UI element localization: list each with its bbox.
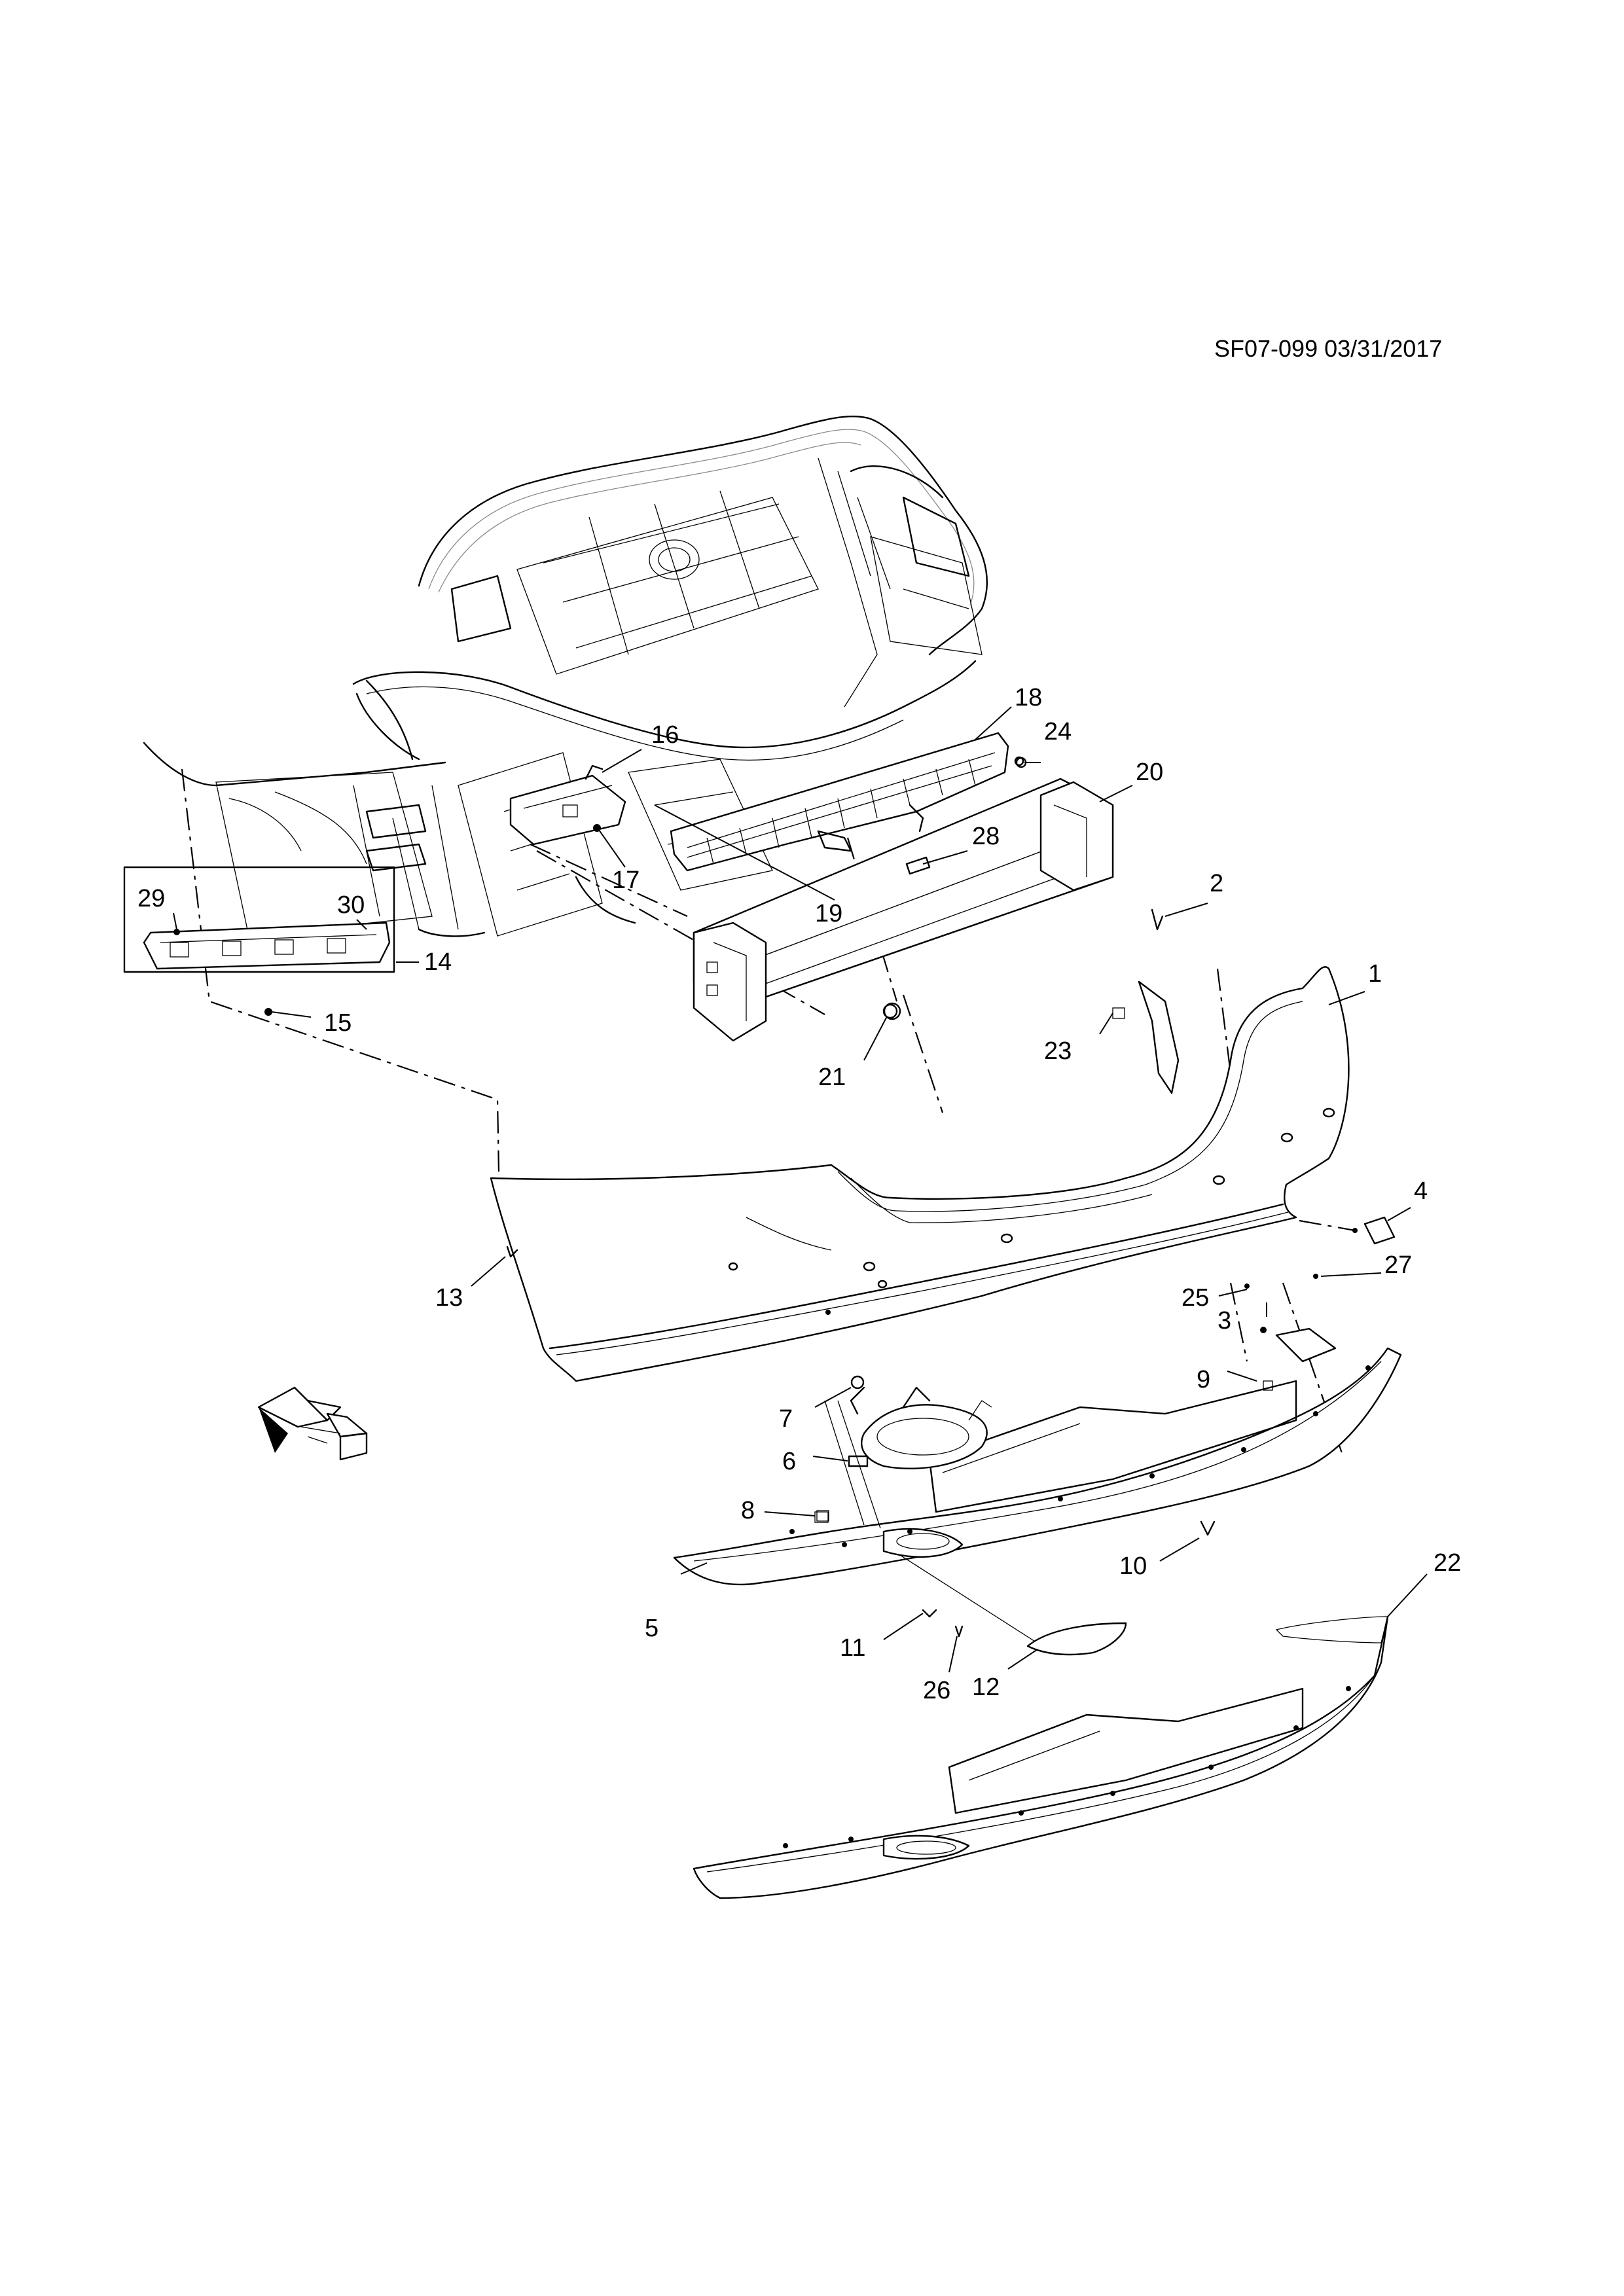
front-arrow-icon <box>257 1386 368 1461</box>
callout-22: 22 <box>1434 1549 1461 1577</box>
callout-17: 17 <box>612 867 640 894</box>
callout-4: 4 <box>1414 1177 1428 1205</box>
callout-15: 15 <box>324 1009 352 1037</box>
callout-1: 1 <box>1368 960 1382 988</box>
callout-2: 2 <box>1210 870 1223 897</box>
energy-absorber-part-19 <box>670 732 1027 872</box>
callout-20: 20 <box>1136 759 1163 786</box>
callout-25: 25 <box>1182 1284 1209 1312</box>
callout-28: 28 <box>972 823 1000 850</box>
bracket-kit-box-part-14 <box>123 866 395 1016</box>
callout-19: 19 <box>815 900 842 927</box>
bracket-part-16 <box>509 764 626 846</box>
callout-29: 29 <box>137 885 165 912</box>
callout-30: 30 <box>337 891 365 919</box>
bumper-fascia-part-1 <box>490 908 1396 1382</box>
callout-12: 12 <box>972 1674 1000 1701</box>
callout-leader-lines <box>173 706 1428 1673</box>
callout-27: 27 <box>1384 1251 1412 1279</box>
callout-16: 16 <box>651 721 679 749</box>
callout-26: 26 <box>923 1677 950 1704</box>
lower-fascia-part-5 <box>673 1327 1402 1656</box>
callout-numbers: 1 2 3 4 5 6 7 8 9 10 11 12 13 14 15 16 1… <box>137 684 1461 1704</box>
callout-23: 23 <box>1044 1037 1072 1065</box>
callout-9: 9 <box>1197 1366 1210 1393</box>
callout-11: 11 <box>840 1634 865 1662</box>
callout-10: 10 <box>1119 1552 1147 1580</box>
lower-fascia-part-22 <box>693 1615 1389 1899</box>
callout-18: 18 <box>1015 684 1042 711</box>
callout-8: 8 <box>741 1497 755 1524</box>
callout-21: 21 <box>818 1064 846 1091</box>
callout-24: 24 <box>1044 718 1072 745</box>
callout-3: 3 <box>1218 1307 1231 1335</box>
diagram-reference-code: SF07-099 03/31/2017 <box>1214 335 1443 362</box>
callout-7: 7 <box>779 1405 793 1433</box>
vehicle-rear-body <box>143 415 988 937</box>
fasteners <box>506 756 1318 1333</box>
impact-bar-part-20 <box>693 778 1114 1042</box>
callout-13: 13 <box>435 1284 463 1312</box>
callout-14: 14 <box>424 948 452 976</box>
callout-6: 6 <box>782 1448 796 1475</box>
callout-5: 5 <box>645 1615 659 1642</box>
